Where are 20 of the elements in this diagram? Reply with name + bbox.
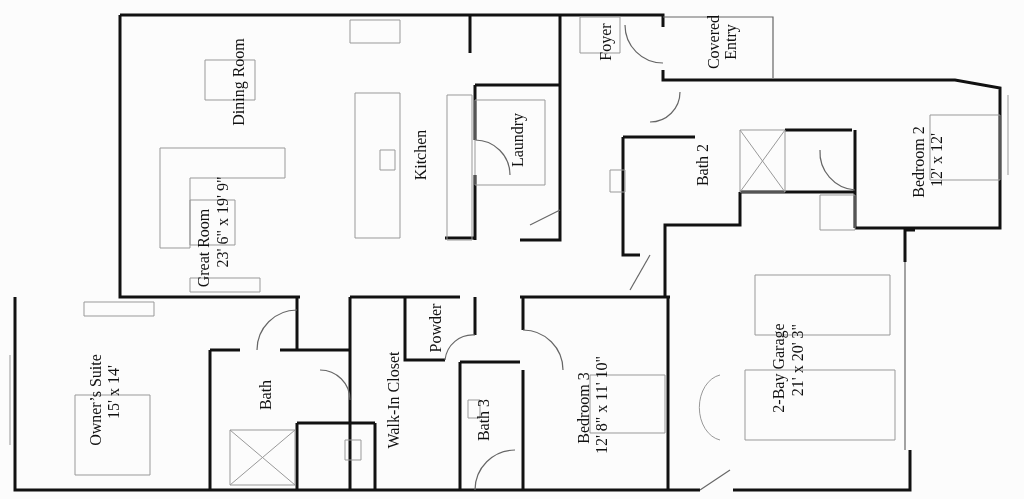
room-label: Great Room xyxy=(194,208,212,288)
room-label: Kitchen xyxy=(411,129,429,181)
room-label: Bedroom 3 xyxy=(574,372,592,444)
room-label: 2-Bay Garage xyxy=(769,323,787,413)
room-label: Bath xyxy=(256,379,274,411)
room-dimensions: 12' x 12' xyxy=(927,133,945,187)
room-label: Walk-In Closet xyxy=(384,351,402,449)
room-label: Bath 3 xyxy=(474,398,492,442)
room-label: Owner’s Suite xyxy=(86,354,104,446)
room-label: Bath 2 xyxy=(693,143,711,187)
room-label: Covered Entry xyxy=(705,13,739,72)
room-dimensions: 23' 6" x 19' 9" xyxy=(213,176,231,268)
room-dimensions: 21' x 20' 3" xyxy=(788,323,806,397)
room-dimensions: 12' 8" x 11' 10" xyxy=(592,355,610,455)
room-label: Dining Room xyxy=(229,38,247,126)
room-label: Bedroom 2 xyxy=(909,126,927,198)
room-label: Laundry xyxy=(508,112,526,168)
room-dimensions: 15' x 14' xyxy=(104,365,122,419)
room-label: Powder xyxy=(426,303,444,353)
room-label: Foyer xyxy=(596,23,614,61)
